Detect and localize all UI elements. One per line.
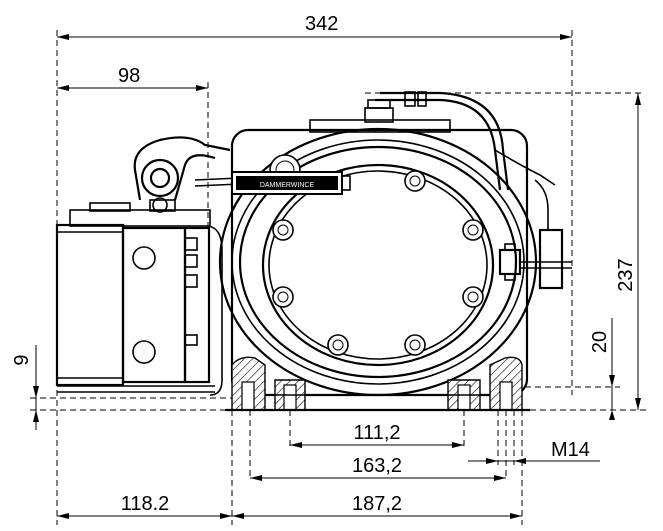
dim-left-offset: 98: [118, 65, 140, 87]
dim-height: 237: [615, 258, 637, 291]
discharge-pipe: [375, 91, 556, 191]
dimension-lines: [33, 34, 641, 519]
main-housing: [218, 99, 538, 397]
dim-left-to-foot: 118.2: [121, 493, 170, 515]
feet: [225, 356, 530, 412]
nameplate-label: DAMMERWINCE: [260, 182, 315, 189]
dim-thread: M14: [551, 439, 590, 461]
dim-foot-height-left: 9: [11, 354, 33, 365]
dim-bolt-spacing-mid: 163,2: [352, 455, 402, 477]
motor-housing: [55, 199, 223, 396]
dim-foot-span: 187,2: [352, 493, 402, 515]
dim-overall-width: 342: [305, 13, 338, 35]
side-connector: [498, 179, 572, 290]
dim-foot-height-right: 20: [589, 331, 611, 353]
lifting-eye: [133, 136, 241, 213]
dim-bolt-spacing-inner: 111,2: [353, 422, 400, 444]
compressor-body: DAMMERWINCE: [55, 91, 572, 412]
nameplate: DAMMERWINCE: [231, 171, 351, 195]
dimension-labels: 342 98 237 20 9 111,2 163,2 M14 118.2 18…: [11, 13, 637, 515]
